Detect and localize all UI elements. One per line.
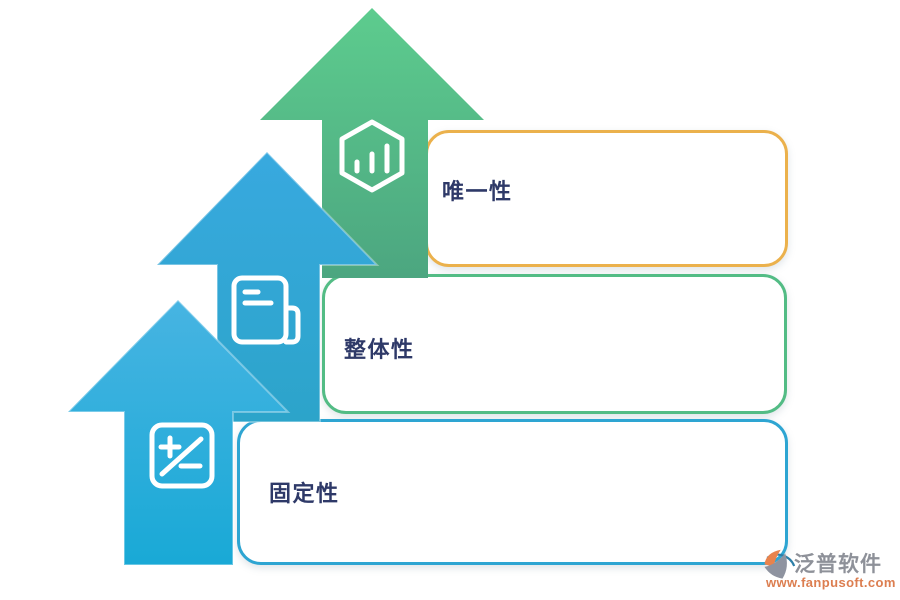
arrow-fixedness xyxy=(65,298,291,566)
brand-name: 泛普软件 xyxy=(794,553,882,576)
arrow-shape xyxy=(260,8,484,278)
feature-label-fixedness: 固定性 xyxy=(269,481,340,506)
plus-minus-icon xyxy=(149,422,215,489)
fanpu-logo-icon xyxy=(764,549,796,579)
feature-label-integrity: 整体性 xyxy=(344,337,415,362)
feature-box-uniqueness: 唯一性 xyxy=(425,130,788,267)
brand-watermark: 泛普软件 www.fanpusoft.com xyxy=(760,544,896,594)
arrow-shape xyxy=(65,298,291,566)
arrow-uniqueness xyxy=(260,8,484,278)
feature-box-fixedness: 固定性 xyxy=(237,419,788,565)
hexagon-chart-icon xyxy=(339,119,405,193)
feature-label-uniqueness: 唯一性 xyxy=(442,178,513,204)
brand-url[interactable]: www.fanpusoft.com xyxy=(766,575,896,590)
arrow-integrity xyxy=(154,150,380,423)
documents-icon xyxy=(231,275,301,345)
feature-box-integrity: 整体性 xyxy=(322,274,787,414)
arrow-shape xyxy=(154,150,380,423)
